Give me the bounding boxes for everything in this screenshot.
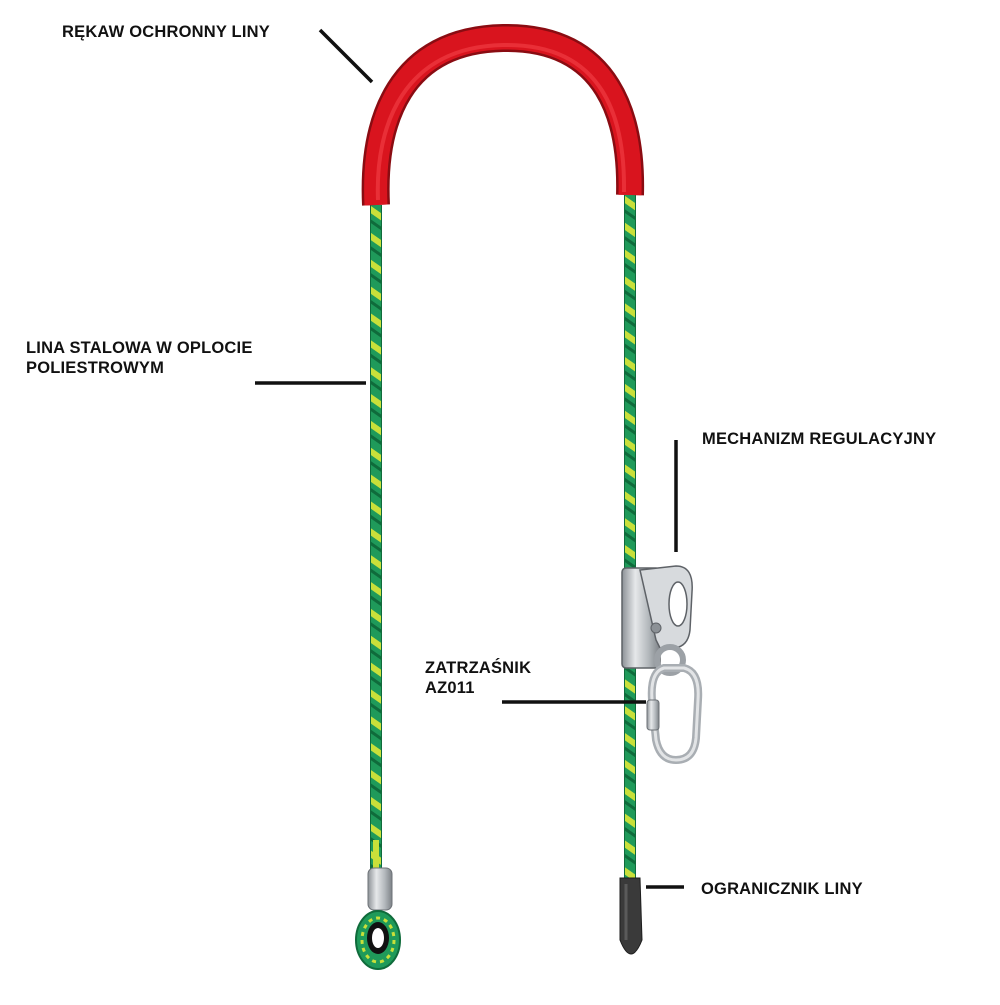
leader-line-sleeve [318,28,374,84]
carabiner [646,664,703,765]
leader-lines [255,28,684,889]
label-carabiner: ZATRZAŚNIK AZ011 [425,658,531,698]
adjuster-device [621,565,693,676]
label-steel-line-line2: POLIESTROWYM [26,359,165,377]
label-steel-line: LINA STALOWA W OPLOCIE POLIESTROWYM [26,338,253,378]
label-carabiner-line1: ZATRZAŚNIK [425,659,532,677]
rope-eye-thimble [355,840,401,970]
label-adjuster-mechanism: MECHANIZM REGULACYJNY [702,430,937,448]
rope-stopper [619,877,643,955]
label-carabiner-line2: AZ011 [425,679,475,697]
label-protective-sleeve: RĘKAW OCHRONNY LINY [62,23,270,41]
label-steel-line-line1: LINA STALOWA W OPLOCIE [26,339,253,357]
protective-sleeve [361,23,645,206]
label-rope-stopper: OGRANICZNIK LINY [701,880,863,898]
